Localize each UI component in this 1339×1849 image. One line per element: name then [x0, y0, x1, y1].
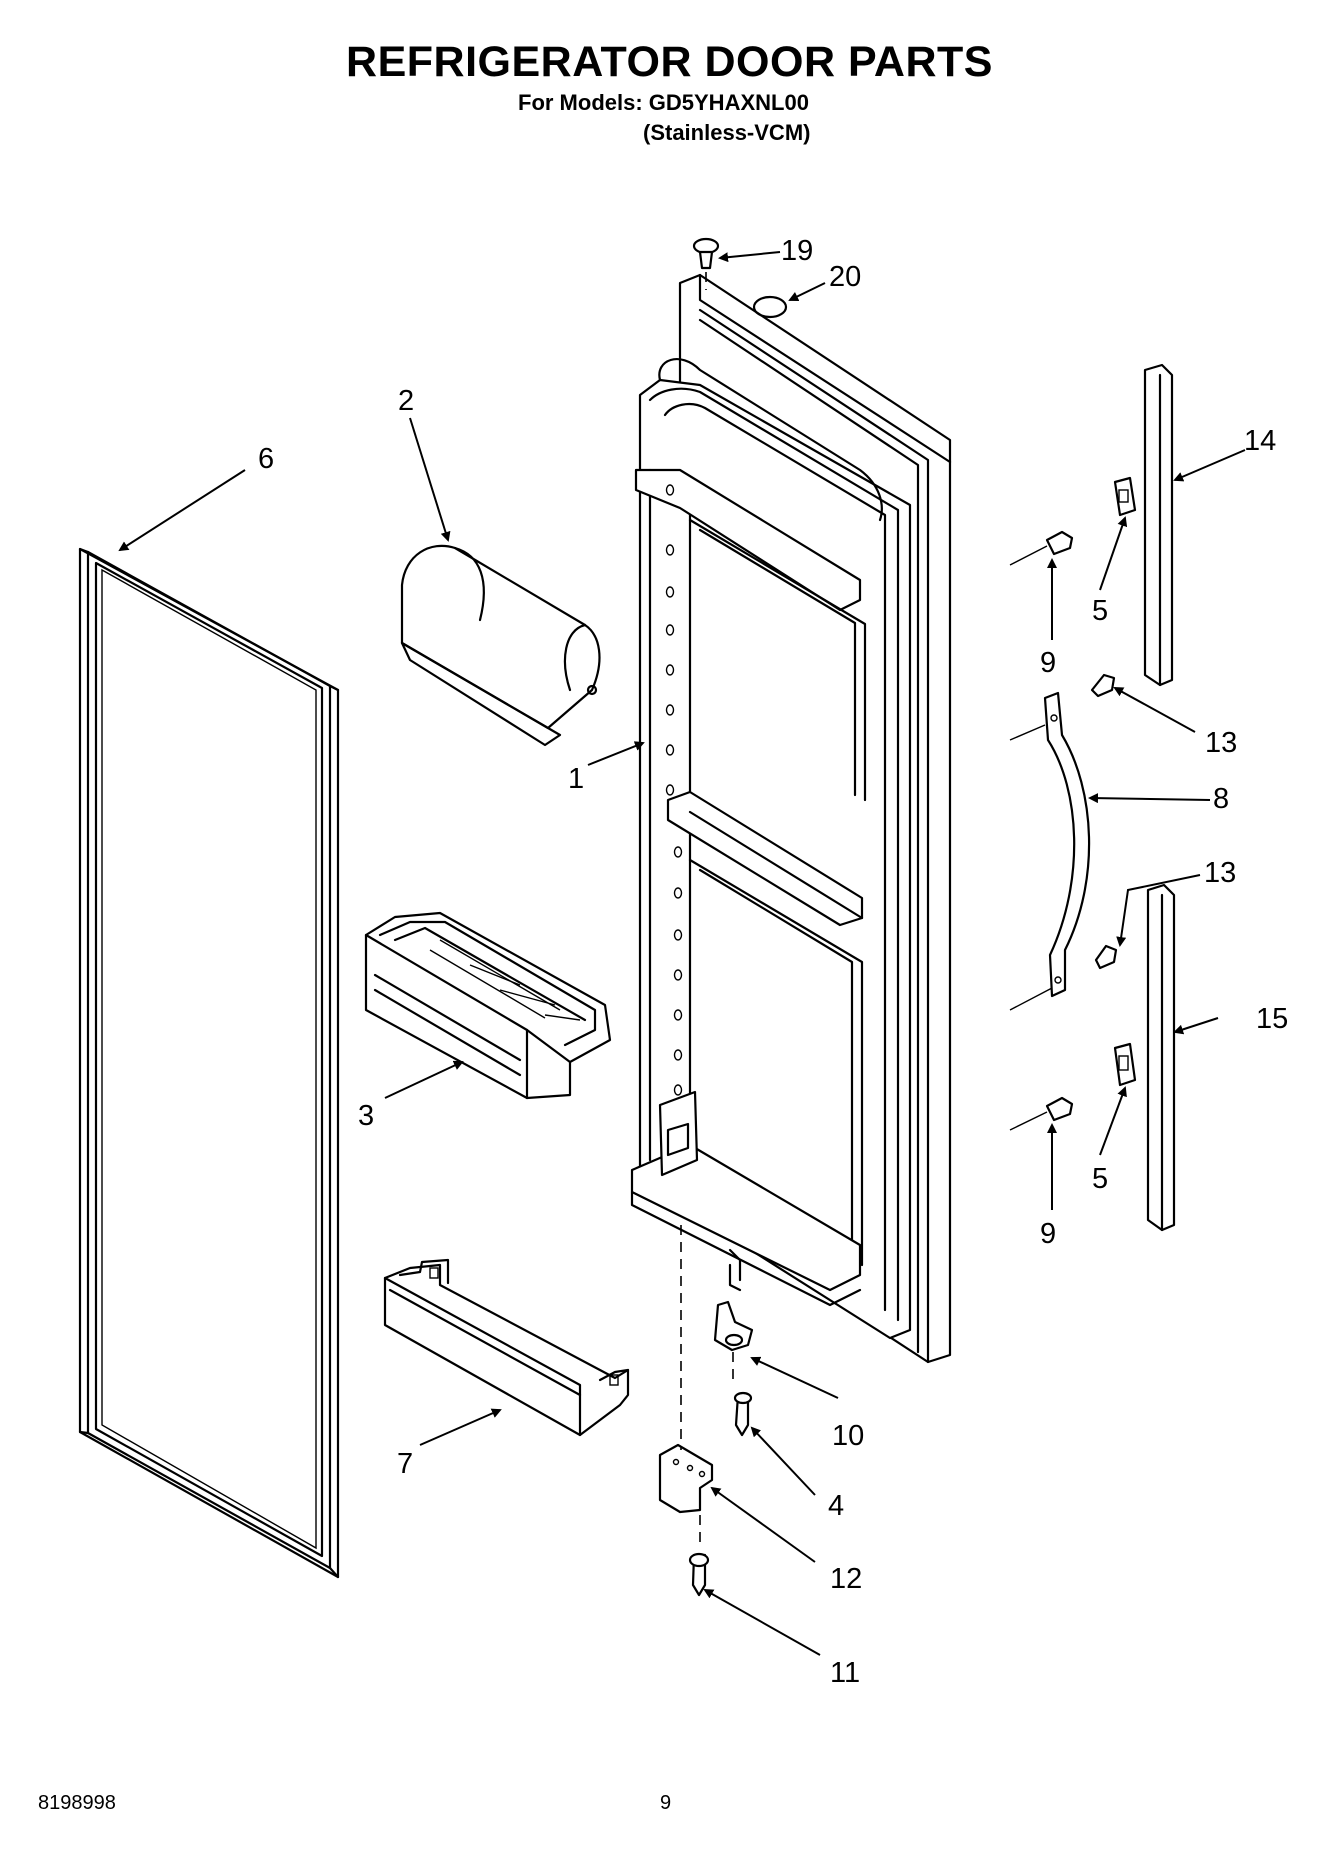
trim-clip-lower	[1113, 1042, 1137, 1087]
hinge-bottom-screw	[688, 1552, 710, 1597]
callout-19: 19	[781, 235, 813, 267]
callout-7: 7	[397, 1448, 413, 1480]
trim-clip-upper	[1113, 476, 1137, 517]
door-handle	[1009, 691, 1091, 1011]
hinge-screw	[733, 1391, 753, 1437]
door-gasket	[78, 547, 340, 1579]
callout-15: 15	[1256, 1003, 1288, 1035]
handle-screw-lower	[1094, 944, 1118, 970]
door-stop-screw	[692, 237, 720, 290]
callout-10: 10	[832, 1420, 864, 1452]
trim-screw-upper	[1009, 530, 1074, 566]
callout-9-lower: 9	[1040, 1218, 1056, 1250]
door-liner	[630, 273, 952, 1364]
leader-arrows	[118, 251, 1246, 1656]
callout-8: 8	[1213, 783, 1229, 815]
door-shelf-bin	[364, 911, 612, 1100]
callout-14: 14	[1244, 425, 1276, 457]
callout-12: 12	[830, 1563, 862, 1595]
callout-5-lower: 5	[1092, 1163, 1108, 1195]
callout-5-upper: 5	[1092, 595, 1108, 627]
door-bar	[383, 1258, 630, 1437]
trim-screw-lower	[1009, 1096, 1074, 1131]
document-number: 8198998	[38, 1792, 116, 1814]
callout-13-lower: 13	[1204, 857, 1236, 889]
lower-trim	[1146, 883, 1176, 1232]
callout-4: 4	[828, 1490, 844, 1522]
diagram-title: REFRIGERATOR DOOR PARTS	[346, 38, 993, 86]
callout-11: 11	[830, 1657, 860, 1689]
upper-trim	[1143, 363, 1174, 687]
callout-6: 6	[258, 443, 274, 475]
model-number: For Models: GD5YHAXNL00	[518, 90, 809, 115]
dairy-door	[400, 544, 601, 747]
callout-20: 20	[829, 261, 861, 293]
callout-2: 2	[398, 385, 414, 417]
bottom-hinge	[658, 1443, 714, 1545]
page-number: 9	[660, 1792, 672, 1814]
handle-screw-upper	[1090, 673, 1116, 698]
model-variant: (Stainless-VCM)	[643, 120, 811, 145]
callout-13-upper: 13	[1205, 727, 1237, 759]
callout-1: 1	[568, 763, 584, 795]
washer	[752, 295, 788, 319]
callout-3: 3	[358, 1100, 374, 1132]
hinge-pin	[713, 1300, 754, 1385]
callout-9-upper: 9	[1040, 647, 1056, 679]
